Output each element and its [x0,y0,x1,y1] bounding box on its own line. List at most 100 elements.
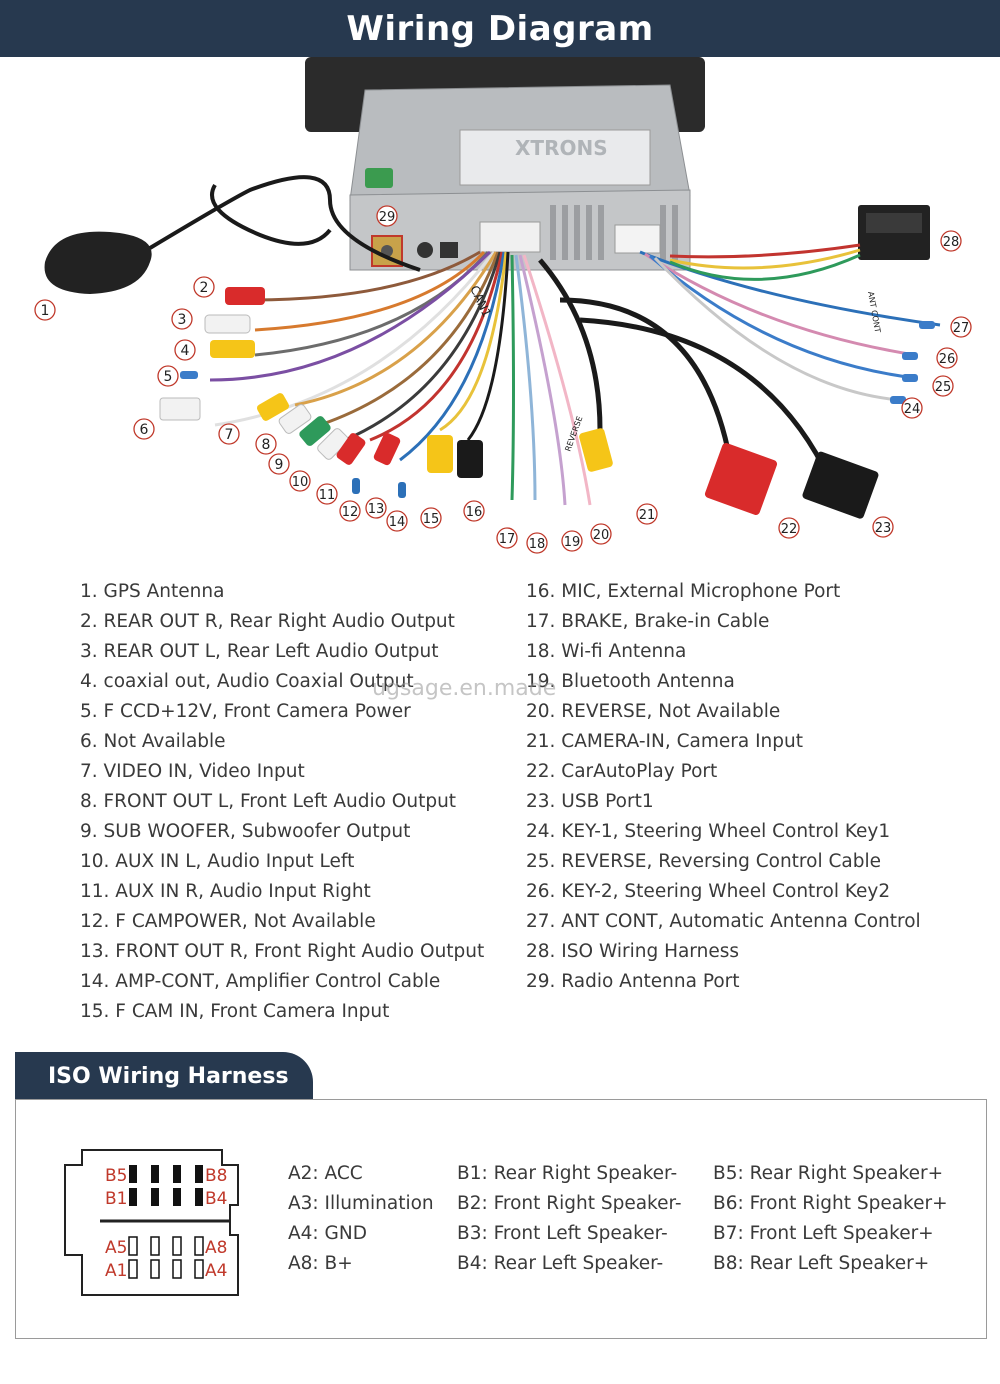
watermark-text: ugsage.en.made [372,676,557,701]
callout-circle-11 [316,483,338,505]
legend-item: 18. Wi-fi Antenna [526,641,687,662]
iso-pin-desc: B4: Rear Left Speaker- [457,1253,664,1274]
iso-pins-b-plus: B5: Rear Right Speaker+ B6: Front Right … [713,1160,948,1280]
iso-pin-desc: B1: Rear Right Speaker- [457,1163,678,1184]
callout-number-28: 28 [943,235,960,250]
callout-number-29: 29 [379,210,396,225]
legend-item: 1. GPS Antenna [80,581,225,602]
socket-square [440,242,458,258]
callout-number-13: 13 [368,502,385,517]
legend-item: 13. FRONT OUT R, Front Right Audio Outpu… [80,941,485,962]
callout-circle-6 [133,418,155,440]
pin-label-b4: B4 [205,1189,227,1209]
rca-plugs [159,287,935,519]
callout-number-5: 5 [164,369,173,385]
callout-number-21: 21 [639,508,656,523]
legend-item: 10. AUX IN L, Audio Input Left [80,851,355,872]
iso-connector-diagram: B5 B8 B1 B4 A5 A8 A1 A4 [64,1149,239,1296]
callout-number-14: 14 [389,515,406,530]
pass-sticker [365,168,393,188]
iso-pins-a: A2: ACC A3: Illumination A4: GND A8: B+ [288,1160,434,1280]
pin-label-a1: A1 [105,1261,127,1281]
callout-number-15: 15 [423,512,440,527]
pin-label-b1: B1 [105,1189,127,1209]
iso-pin-desc: A8: B+ [288,1253,353,1274]
callout-circle-22 [778,517,800,539]
callout-circle-21 [636,503,658,525]
pin-label-b8: B8 [205,1166,227,1186]
callout-number-4: 4 [181,343,190,359]
callout-circle-9 [268,453,290,475]
callout-circle-4 [174,339,196,361]
pin-label-a8: A8 [205,1238,227,1258]
panel-vents [550,205,678,260]
callout-circle-7 [218,423,240,445]
iso-pin-desc: B2: Front Right Speaker- [457,1193,682,1214]
legend-item: 15. F CAM IN, Front Camera Input [80,1001,390,1022]
legend-item: 23. USB Port1 [526,791,654,812]
callout-circle-10 [289,470,311,492]
iso-pin-desc: B8: Rear Left Speaker+ [713,1253,930,1274]
callout-number-26: 26 [939,352,956,367]
legend-item: 17. BRAKE, Brake-in Cable [526,611,770,632]
callout-number-10: 10 [292,475,309,490]
callout-number-8: 8 [262,437,271,453]
pin-label-b5: B5 [105,1166,127,1186]
callout-number-7: 7 [225,427,234,443]
callout-circle-27 [950,316,972,338]
legend-item: 29. Radio Antenna Port [526,971,740,992]
callout-circle-15 [420,507,442,529]
callout-circle-16 [463,500,485,522]
legend-left: 1. GPS Antenna 2. REAR OUT R, Rear Right… [80,578,484,1028]
pin-label-a4: A4 [205,1261,227,1281]
callout-number-22: 22 [781,522,798,537]
callout-number-20: 20 [593,528,610,543]
legend-item: 9. SUB WOOFER, Subwoofer Output [80,821,411,842]
iso-section-box [15,1099,987,1339]
callout-number-27: 27 [953,321,970,336]
callout-circle-20 [590,523,612,545]
callout-number-23: 23 [875,521,892,536]
iso-pin-desc: A2: ACC [288,1163,363,1184]
callout-circle-8 [255,433,277,455]
legend-item: 3. REAR OUT L, Rear Left Audio Output [80,641,439,662]
legend-item: 22. CarAutoPlay Port [526,761,718,782]
legend-item: 12. F CAMPOWER, Not Available [80,911,376,932]
iso-pin-desc: B6: Front Right Speaker+ [713,1193,948,1214]
callout-number-18: 18 [529,537,546,552]
callout-number-2: 2 [200,280,209,296]
legend-item: 4. coaxial out, Audio Coaxial Output [80,671,414,692]
callout-circle-29 [376,205,398,227]
callout-number-12: 12 [342,505,359,520]
power-connector [614,224,661,254]
iso-pin-desc: A3: Illumination [288,1193,434,1214]
pin-label-a5: A5 [105,1238,127,1258]
callout-number-17: 17 [499,532,516,547]
socket-round [417,242,433,258]
legend-item: 25. REVERSE, Reversing Control Cable [526,851,881,872]
page-title: Wiring Diagram [346,8,654,49]
legend-item: 2. REAR OUT R, Rear Right Audio Output [80,611,455,632]
callout-number-16: 16 [466,505,483,520]
legend-item: 24. KEY-1, Steering Wheel Control Key1 [526,821,891,842]
legend-item: 11. AUX IN R, Audio Input Right [80,881,371,902]
iso-pin-desc: A4: GND [288,1223,367,1244]
callout-circle-28 [940,230,962,252]
callout-number-24: 24 [904,402,921,417]
callout-circle-18 [526,532,548,554]
iso-pins-b-minus: B1: Rear Right Speaker- B2: Front Right … [457,1160,682,1280]
callout-circle-14 [386,510,408,532]
legend-item: 20. REVERSE, Not Available [526,701,781,722]
legend-item: 16. MIC, External Microphone Port [526,581,841,602]
callout-circle-5 [157,365,179,387]
callout-number-11: 11 [319,488,336,503]
legend-item: 5. F CCD+12V, Front Camera Power [80,701,411,722]
iso-plug-slot [866,213,922,233]
callout-circle-23 [872,516,894,538]
multi-connector [479,221,541,253]
callout-circle-17 [496,527,518,549]
callout-circle-26 [936,347,958,369]
callout-circle-12 [339,500,361,522]
callout-circle-19 [561,530,583,552]
